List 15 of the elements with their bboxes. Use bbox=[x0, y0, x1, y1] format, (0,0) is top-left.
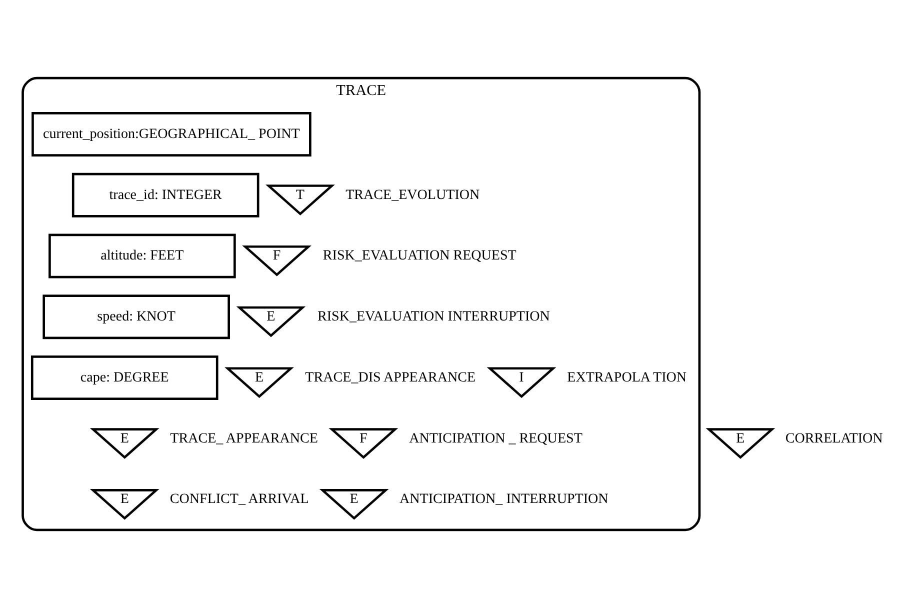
node-box: trace_id: INTEGER bbox=[72, 172, 260, 218]
node-label: CORRELATION bbox=[785, 430, 883, 446]
node-box: altitude: FEET bbox=[48, 234, 236, 278]
node-box: current_position:GEOGRAPHICAL_ POINT bbox=[32, 112, 312, 156]
node-label: RISK_EVALUATION REQUEST bbox=[322, 248, 516, 264]
node-label: TRACE_EVOLUTION bbox=[346, 186, 480, 203]
node-label: ANTICIPATION_ INTERRUPTION bbox=[400, 491, 608, 508]
node-label: TRACE_DIS APPEARANCE bbox=[305, 369, 476, 386]
node-label: TRACE_ APPEARANCE bbox=[170, 430, 318, 446]
node-label: ANTICIPATION _ REQUEST bbox=[409, 430, 582, 446]
node-box: speed: KNOT bbox=[42, 294, 230, 340]
node-box: cape: DEGREE bbox=[30, 356, 218, 400]
node-label: CONFLICT_ ARRIVAL bbox=[170, 491, 309, 508]
node-label: RISK_EVALUATION INTERRUPTION bbox=[317, 308, 550, 325]
node-label: EXTRAPOLA TION bbox=[567, 369, 687, 386]
